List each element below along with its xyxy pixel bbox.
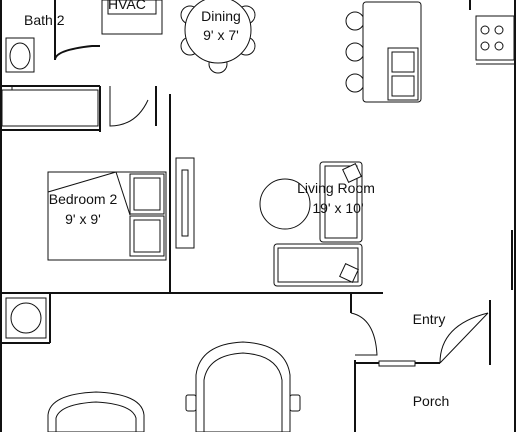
living-label: Living Room [297, 180, 375, 196]
stove [475, 15, 515, 65]
tv-unit [175, 157, 195, 249]
bedroom2-size: 9' x 9' [65, 211, 101, 227]
living-furniture [259, 161, 363, 287]
entry-label: Entry [413, 311, 446, 327]
bath-fixtures [1, 37, 99, 127]
labels: Bath 2 HVAC Dining 9' x 7' Bedroom 2 9' … [24, 0, 449, 409]
dining-label: Dining [201, 8, 241, 24]
hvac-label: HVAC [108, 0, 146, 12]
washer [5, 297, 47, 339]
bed [47, 171, 167, 261]
bedroom2-label: Bedroom 2 [49, 191, 118, 207]
living-size: 19' x 10' [312, 200, 363, 216]
cars [47, 341, 301, 432]
bath2-label: Bath 2 [24, 12, 65, 28]
dining-size: 9' x 7' [203, 27, 239, 43]
porch-label: Porch [413, 393, 450, 409]
dining-table [180, 0, 256, 74]
kitchen-island [345, 1, 422, 103]
